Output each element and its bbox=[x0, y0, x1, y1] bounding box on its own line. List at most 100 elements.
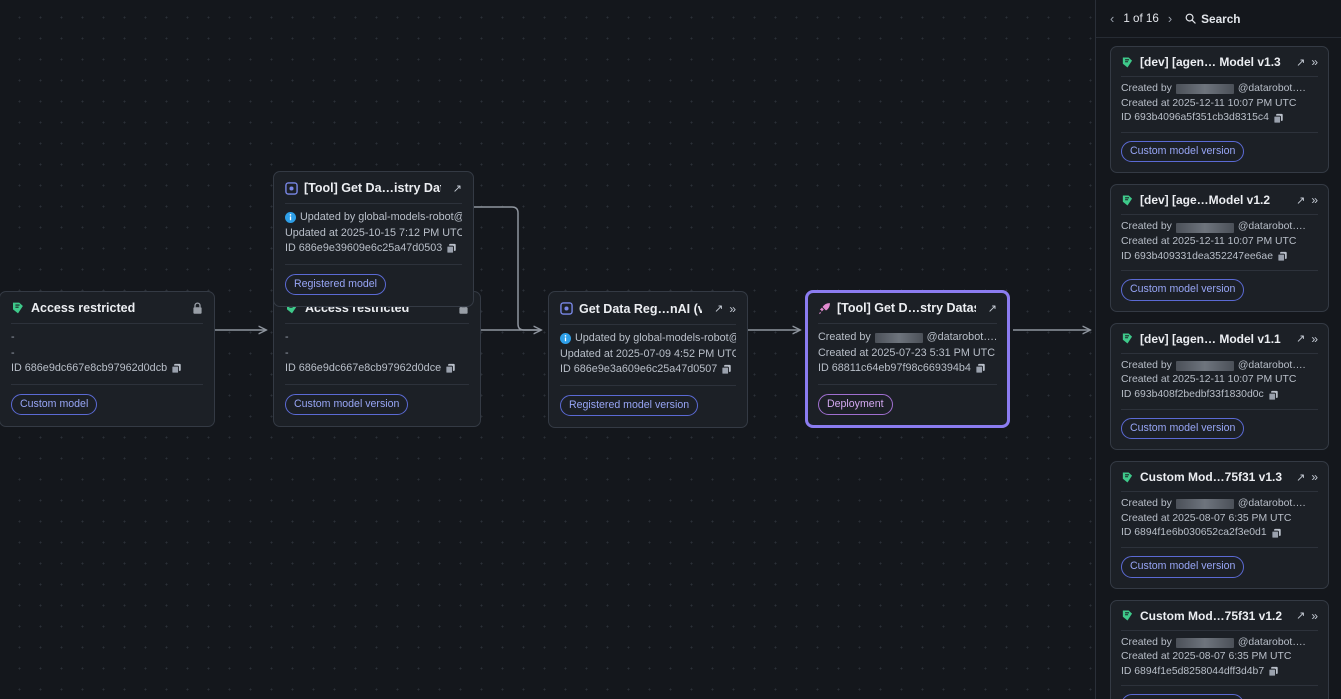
id-text: ID 6894f1e5d8258044dff3d4b7 bbox=[1121, 665, 1265, 677]
meta-created-at: Created at 2025-08-07 6:35 PM UTC bbox=[1121, 512, 1292, 524]
node-header: Get Data Reg…nAI (v33) ↘ ↗ » bbox=[560, 301, 736, 324]
created-by-domain: @datarobot…. bbox=[1237, 498, 1306, 510]
copy-icon[interactable] bbox=[975, 363, 986, 374]
meta-updated-by: Updated by global-models-robot@… bbox=[560, 331, 736, 347]
card-header: Custom Mod…75f31 v1.2 ↗ » bbox=[1121, 609, 1318, 630]
external-link-icon[interactable]: ↗ bbox=[1296, 333, 1306, 346]
id-text: ID 686e9dc667e8cb97962d0dce bbox=[285, 362, 442, 374]
node-footer: Custom model bbox=[11, 383, 203, 416]
created-by-label: Created by bbox=[1121, 359, 1172, 371]
meta-id: ID 6894f1e5d8258044dff3d4b7 bbox=[1121, 665, 1318, 680]
sidebar-card[interactable]: [dev] [agen… Model v1.1 ↗ » Created by @… bbox=[1110, 322, 1329, 451]
redacted-username bbox=[1175, 499, 1234, 510]
external-link-icon[interactable]: ↗ bbox=[1296, 56, 1306, 69]
redacted-username bbox=[874, 332, 923, 343]
meta-updated-at: Updated at 2025-10-15 7:12 PM UTC bbox=[285, 226, 462, 239]
node-type-chip[interactable]: Registered model version bbox=[560, 394, 699, 417]
sidebar-card-list[interactable]: [dev] [agen… Model v1.3 ↗ » Created by @… bbox=[1096, 38, 1341, 699]
id-text: ID 693b4096a5f351cb3d8315c4 bbox=[1121, 112, 1269, 124]
external-link-icon[interactable]: ↗ bbox=[1296, 194, 1306, 207]
graph-node-access-restricted-custom-model[interactable]: Access restricted - - ID 686e9dc667e8cb9… bbox=[0, 291, 215, 428]
card-type-chip[interactable]: Custom model version bbox=[1121, 417, 1245, 440]
meta-id: ID 693b408f2bedbf33f1830d0c bbox=[1121, 388, 1318, 403]
card-header: [dev] [agen… Model v1.1 ↗ » bbox=[1121, 332, 1318, 353]
expand-chevrons-icon[interactable]: » bbox=[1311, 608, 1318, 623]
card-title: [dev] [agen… Model v1.1 bbox=[1140, 331, 1281, 346]
node-meta: Created by @datarobot…. Created at 2025-… bbox=[818, 323, 997, 384]
graph-canvas[interactable]: Access restricted - - ID 686e9dc667e8cb9… bbox=[0, 0, 1095, 699]
copy-icon[interactable] bbox=[1277, 251, 1288, 262]
node-meta: Updated by global-models-robot@… Updated… bbox=[285, 203, 462, 264]
card-footer: Custom model version bbox=[1121, 270, 1318, 301]
external-link-icon[interactable]: ↗ bbox=[714, 303, 724, 315]
copy-icon[interactable] bbox=[446, 243, 457, 254]
meta-created-at: Created at 2025-07-23 5:31 PM UTC bbox=[818, 346, 996, 359]
registered-model-icon bbox=[560, 302, 573, 315]
expand-chevrons-icon[interactable]: » bbox=[1311, 55, 1318, 69]
card-type-chip[interactable]: Custom model version bbox=[1121, 140, 1245, 163]
expand-chevrons-icon[interactable]: » bbox=[729, 301, 736, 316]
graph-node-deployment-selected[interactable]: [Tool] Get D…stry Dataset ↗ Created by @… bbox=[806, 291, 1009, 428]
node-type-chip[interactable]: Deployment bbox=[818, 393, 893, 416]
copy-icon[interactable] bbox=[445, 363, 456, 374]
card-type-chip[interactable]: Custom model version bbox=[1121, 694, 1245, 699]
copy-icon[interactable] bbox=[721, 364, 732, 375]
pagination-counter: 1 of 16 bbox=[1123, 12, 1159, 25]
copy-icon[interactable] bbox=[1268, 666, 1279, 678]
created-by-domain: @datarobot…. bbox=[1237, 359, 1306, 371]
card-type-chip[interactable]: Custom model version bbox=[1121, 555, 1245, 578]
redacted-username bbox=[1175, 361, 1234, 372]
card-type-chip[interactable]: Custom model version bbox=[1121, 279, 1245, 301]
sidebar-card[interactable]: Custom Mod…75f31 v1.2 ↗ » Created by @da… bbox=[1110, 599, 1329, 699]
datarobot-shield-icon bbox=[1121, 194, 1134, 207]
expand-chevrons-icon[interactable]: » bbox=[1311, 331, 1318, 346]
node-title: Get Data Reg…nAI (v33) ↘ bbox=[579, 302, 703, 316]
graph-node-registered-model[interactable]: [Tool] Get Da…istry Dataset ↗ Updated by… bbox=[273, 171, 474, 308]
prev-arrow-icon[interactable]: ‹ bbox=[1110, 11, 1115, 26]
card-footer: Custom model version bbox=[1121, 685, 1318, 699]
meta-updated-by: Updated by global-models-robot@… bbox=[285, 210, 462, 226]
search-button[interactable]: Search bbox=[1185, 12, 1241, 26]
updated-by-text: Updated by global-models-robot@… bbox=[300, 211, 462, 223]
expand-chevrons-icon[interactable]: » bbox=[1311, 193, 1318, 208]
graph-node-registered-model-version[interactable]: Get Data Reg…nAI (v33) ↘ ↗ » Updated by … bbox=[548, 291, 748, 429]
external-link-icon[interactable]: ↗ bbox=[1296, 471, 1306, 484]
created-by-label: Created by bbox=[818, 331, 871, 343]
graph-node-access-restricted-custom-model-version[interactable]: Access restricted - - ID 686e9dc667e8cb9… bbox=[273, 291, 481, 428]
node-header: Access restricted bbox=[11, 301, 203, 323]
meta-line: - bbox=[11, 331, 15, 343]
expand-chevrons-icon[interactable]: » bbox=[1311, 470, 1318, 485]
meta-created-at: Created at 2025-12-11 10:07 PM UTC bbox=[1121, 97, 1297, 109]
node-type-chip[interactable]: Custom model version bbox=[285, 393, 409, 416]
node-header: [Tool] Get D…stry Dataset ↗ bbox=[818, 301, 997, 323]
created-by-domain: @datarobot…. bbox=[1237, 221, 1306, 233]
deployment-rocket-icon bbox=[818, 302, 831, 315]
meta-created-at: Created at 2025-08-07 6:35 PM UTC bbox=[1121, 651, 1292, 663]
external-link-icon[interactable]: ↗ bbox=[452, 182, 462, 195]
meta-id: ID 686e9dc667e8cb97962d0dcb bbox=[11, 361, 203, 377]
sidebar-card[interactable]: [dev] [agen… Model v1.3 ↗ » Created by @… bbox=[1110, 46, 1329, 174]
sidebar-card[interactable]: [dev] [age…Model v1.2 ↗ » Created by @da… bbox=[1110, 184, 1329, 312]
user-avatar-icon bbox=[285, 212, 296, 224]
copy-icon[interactable] bbox=[1273, 113, 1284, 124]
node-type-chip[interactable]: Custom model bbox=[11, 393, 98, 416]
external-link-icon[interactable]: ↗ bbox=[1296, 610, 1306, 622]
card-meta: Created by @datarobot…. Created at 2025-… bbox=[1121, 491, 1318, 547]
meta-created-by: Created by @datarobot…. bbox=[1121, 359, 1318, 374]
created-by-label: Created by bbox=[1121, 636, 1172, 648]
sidebar-card[interactable]: Custom Mod…75f31 v1.3 ↗ » Created by @da… bbox=[1110, 461, 1329, 589]
external-link-icon[interactable]: ↗ bbox=[987, 302, 997, 315]
copy-icon[interactable] bbox=[171, 363, 182, 374]
created-by-label: Created by bbox=[1121, 498, 1172, 510]
next-arrow-icon[interactable]: › bbox=[1167, 11, 1173, 26]
node-type-chip[interactable]: Registered model bbox=[285, 273, 387, 296]
id-text: ID 686e9dc667e8cb97962d0dcb bbox=[11, 362, 168, 374]
created-by-domain: @datarobot…. bbox=[1237, 636, 1306, 648]
created-by-domain: @datarobot…. bbox=[1237, 83, 1306, 94]
node-meta: - - ID 686e9dc667e8cb97962d0dcb bbox=[11, 323, 203, 384]
user-avatar-icon bbox=[560, 333, 571, 345]
copy-icon[interactable] bbox=[1271, 528, 1282, 539]
card-header: [dev] [agen… Model v1.3 ↗ » bbox=[1121, 55, 1318, 76]
copy-icon[interactable] bbox=[1268, 390, 1279, 401]
